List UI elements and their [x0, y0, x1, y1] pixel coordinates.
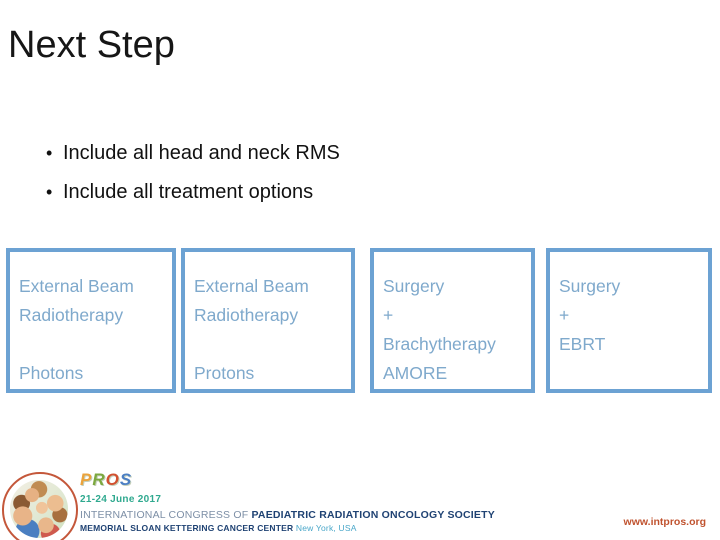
box-line: Surgery [559, 276, 621, 296]
bullet-list: Include all head and neck RMS Include al… [46, 140, 340, 218]
page-title: Next Step [8, 24, 175, 66]
congress-name: PAEDIATRIC RADIATION ONCOLOGY SOCIETY [251, 509, 495, 521]
pros-wordmark: PROS [80, 470, 132, 490]
pros-letter: P [80, 470, 93, 489]
treatment-box-brachytherapy-amore: Surgery + Brachytherapy AMORE [370, 248, 535, 393]
treatment-box-protons: External Beam Radiotherapy Protons [181, 248, 355, 393]
box-line: AMORE [383, 363, 448, 383]
pros-letter: O [105, 470, 120, 489]
venue-location: New York, USA [295, 523, 357, 533]
treatment-box-photons: External Beam Radiotherapy Photons [6, 248, 176, 393]
footer: PROS 21-24 June 2017 INTERNATIONAL CONGR… [0, 460, 720, 540]
pros-letter: S [119, 470, 133, 489]
venue-line: MEMORIAL SLOAN KETTERING CANCER CENTER N… [80, 523, 357, 533]
venue-name: MEMORIAL SLOAN KETTERING CANCER CENTER [80, 523, 294, 533]
website-url: www.intpros.org [623, 516, 706, 528]
pros-letter: R [92, 470, 106, 489]
bullet-item: Include all head and neck RMS [46, 140, 340, 166]
pros-logo-ring-icon [2, 472, 78, 540]
box-line: Surgery [383, 276, 445, 296]
box-line: + [559, 305, 570, 325]
congress-prefix: INTERNATIONAL CONGRESS OF [80, 509, 249, 521]
box-line: Photons [19, 363, 84, 383]
box-line: + [383, 305, 394, 325]
congress-title-line: INTERNATIONAL CONGRESS OF PAEDIATRIC RAD… [80, 509, 495, 521]
box-line: Protons [194, 363, 255, 383]
box-line: EBRT [559, 334, 606, 354]
children-group-photo-icon [10, 480, 68, 538]
box-line: External Beam Radiotherapy [19, 276, 134, 325]
bullet-item: Include all treatment options [46, 179, 340, 205]
box-line [19, 330, 164, 359]
box-line [194, 330, 343, 359]
box-line: External Beam Radiotherapy [194, 276, 309, 325]
box-line: Brachytherapy [383, 334, 496, 354]
congress-dates: 21-24 June 2017 [80, 494, 162, 505]
treatment-box-surgery-ebrt: Surgery + EBRT [546, 248, 712, 393]
